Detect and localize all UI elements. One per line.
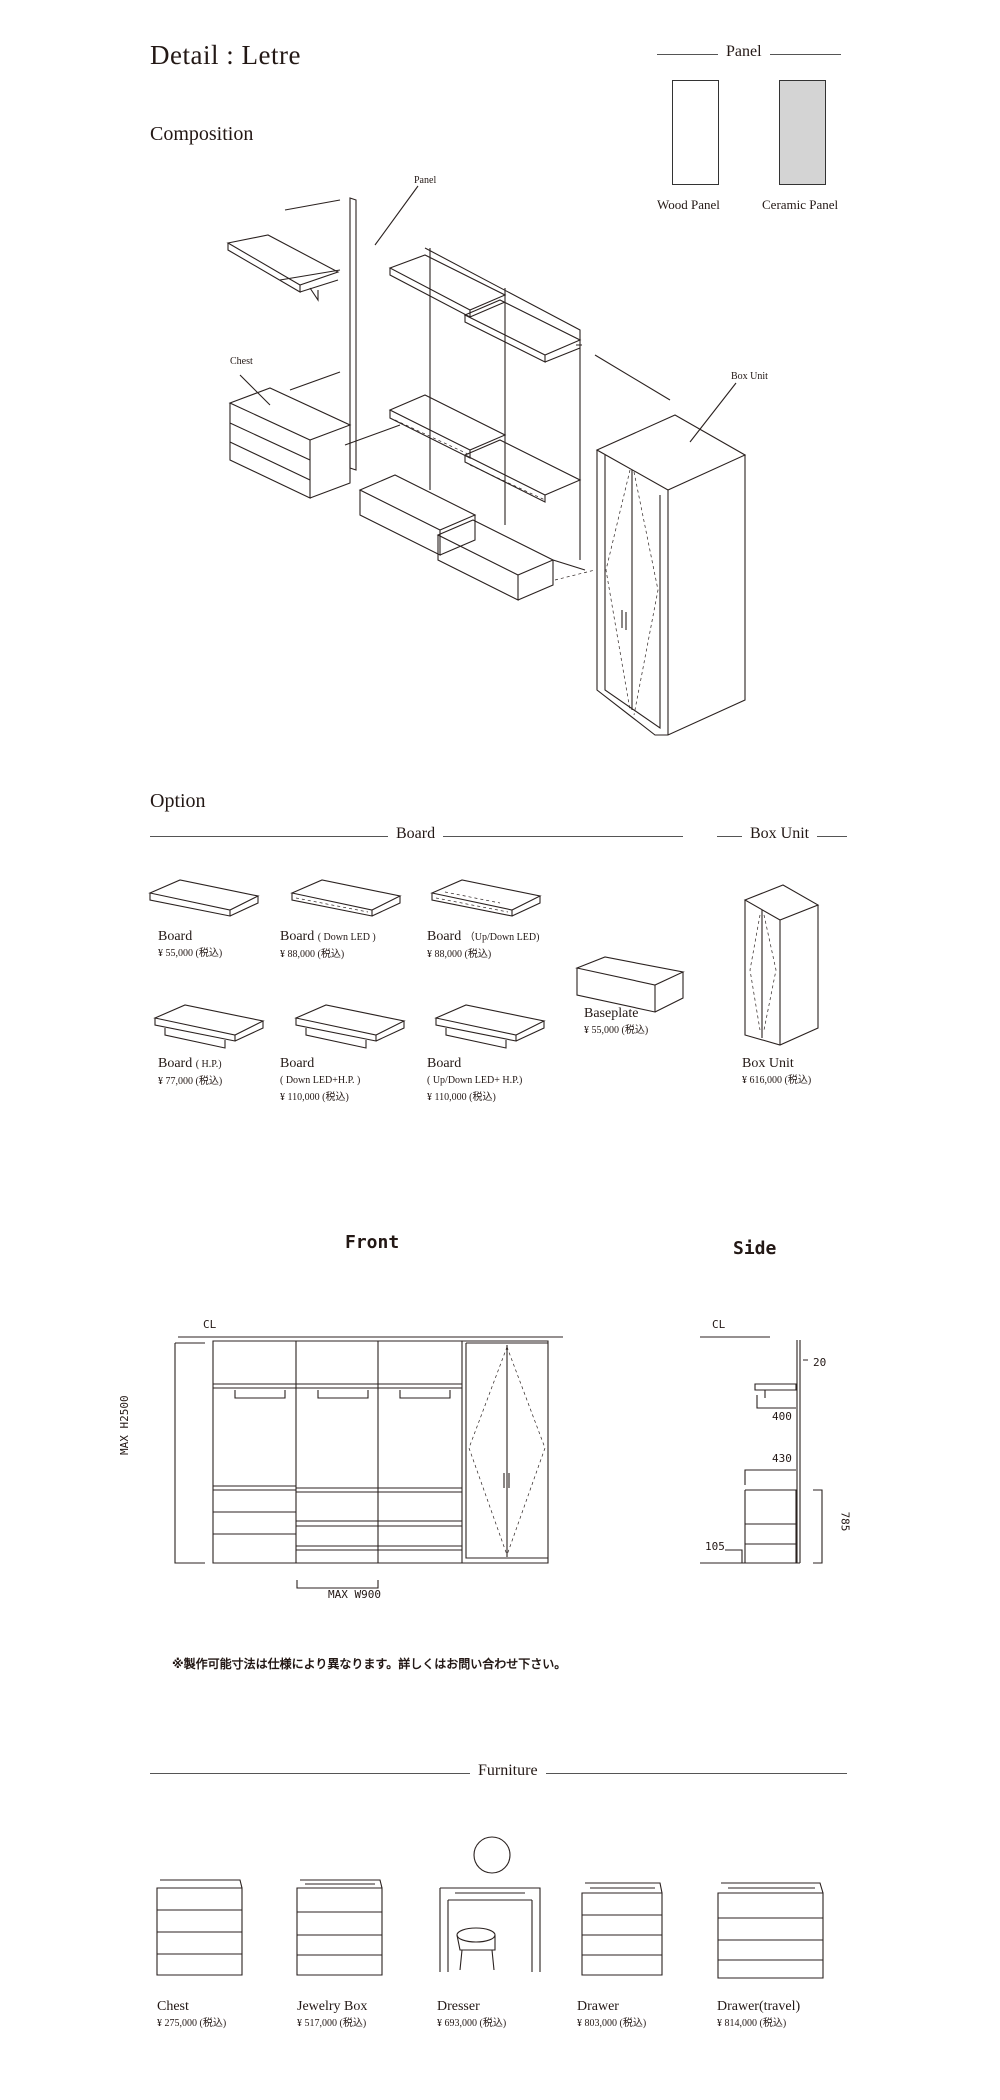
composition-exploded-diagram bbox=[226, 185, 747, 736]
option-board-3: Board （Up/Down LED)¥ 88,000 (税込) bbox=[427, 929, 540, 960]
dim-430: 430 bbox=[772, 1452, 792, 1465]
furniture-jewelry-box: Jewelry Box¥ 517,000 (税込) bbox=[297, 1999, 368, 2029]
dim-105: 105 bbox=[705, 1540, 725, 1553]
wood-panel-label: Wood Panel bbox=[657, 197, 720, 212]
option-box-unit: Box Unit¥ 616,000 (税込) bbox=[742, 1056, 812, 1086]
side-cl-label: CL bbox=[712, 1318, 726, 1331]
option-board-4: Board ( H.P.)¥ 77,000 (税込) bbox=[158, 1056, 223, 1087]
option-board-2: Board ( Down LED )¥ 88,000 (税込) bbox=[280, 929, 376, 960]
furniture-dresser: Dresser¥ 693,000 (税込) bbox=[437, 1999, 507, 2029]
composition-heading: Composition bbox=[150, 123, 254, 145]
max-width-label: MAX W900 bbox=[328, 1588, 381, 1601]
option-baseplate: Baseplate¥ 55,000 (税込) bbox=[584, 1006, 649, 1036]
front-title: Front bbox=[345, 1232, 400, 1253]
panel-heading: Panel bbox=[718, 43, 770, 61]
dim-20: 20 bbox=[813, 1356, 827, 1369]
wood-panel-swatch bbox=[672, 80, 719, 185]
ceramic-panel-label: Ceramic Panel bbox=[762, 197, 839, 212]
callout-panel: Panel bbox=[414, 175, 437, 186]
dim-400: 400 bbox=[772, 1410, 792, 1423]
option-illustrations bbox=[148, 879, 820, 1049]
box-unit-heading: Box Unit bbox=[742, 825, 818, 843]
side-title: Side bbox=[733, 1238, 777, 1259]
furniture-heading: Furniture bbox=[470, 1762, 546, 1780]
callout-box-unit: Box Unit bbox=[731, 371, 768, 382]
furniture-drawer-travel: Drawer(travel)¥ 814,000 (税込) bbox=[717, 1999, 801, 2029]
front-cl-label: CL bbox=[203, 1318, 217, 1331]
furniture-illustrations bbox=[156, 1836, 824, 1979]
callout-chest: Chest bbox=[230, 356, 253, 367]
board-heading: Board bbox=[388, 825, 444, 843]
option-board-1: Board¥ 55,000 (税込) bbox=[158, 929, 223, 959]
furniture-chest: Chest¥ 275,000 (税込) bbox=[157, 1999, 227, 2029]
furniture-drawer: Drawer¥ 803,000 (税込) bbox=[577, 1999, 647, 2029]
option-board-6: Board( Up/Down LED+ H.P.)¥ 110,000 (税込) bbox=[427, 1056, 523, 1103]
elevation-drawings bbox=[174, 1336, 823, 1589]
page-title: Detail : Letre bbox=[150, 40, 301, 70]
option-board-5: Board( Down LED+H.P. )¥ 110,000 (税込) bbox=[280, 1056, 361, 1103]
option-heading: Option bbox=[150, 790, 206, 812]
size-note: ※製作可能寸法は仕様により異なります。詳しくはお問い合わせ下さい。 bbox=[172, 1657, 567, 1671]
ceramic-panel-swatch bbox=[779, 80, 826, 185]
